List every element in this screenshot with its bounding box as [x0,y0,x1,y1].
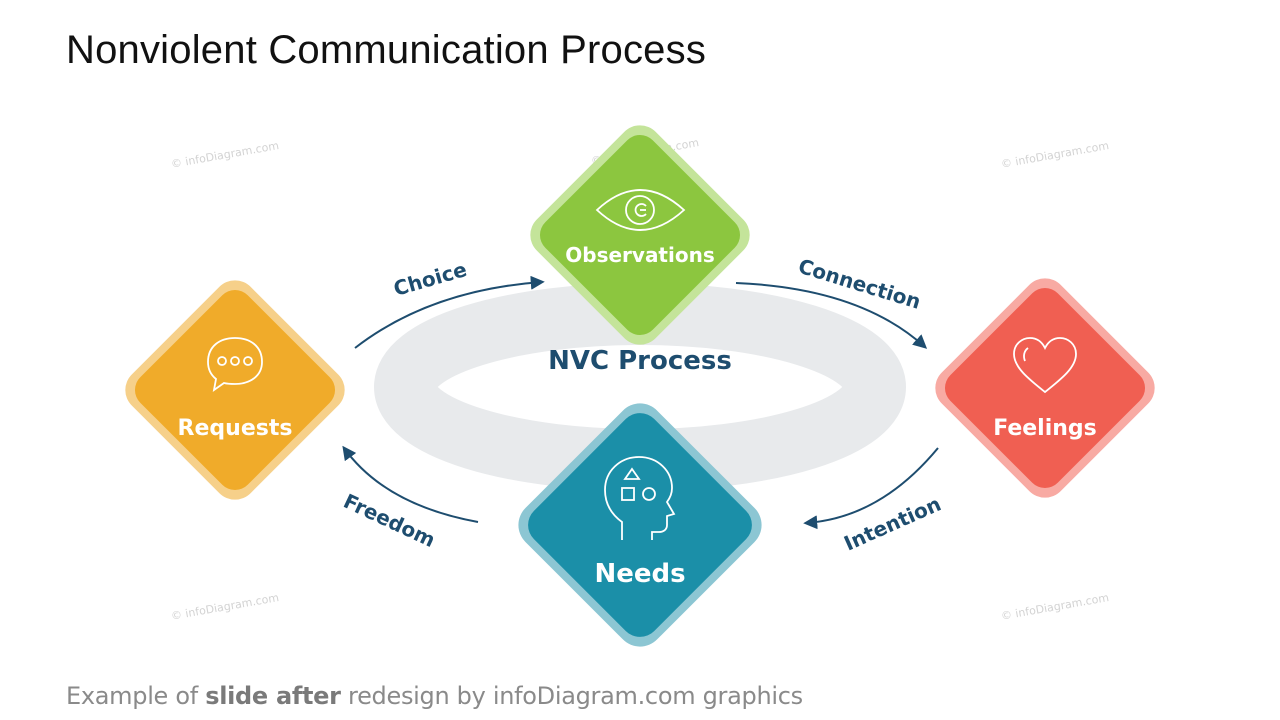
node-requests: Requests [125,280,345,500]
footer-bold: slide after [205,682,341,710]
node-label-requests: Requests [178,416,293,441]
node-label-feelings: Feelings [993,416,1097,441]
center-label: NVC Process [548,346,732,376]
node-needs: Needs [518,403,762,647]
heart-icon [1013,337,1077,394]
node-label-needs: Needs [594,559,685,589]
arrow-connection [735,282,928,349]
arc-label-connection: Connection [796,254,924,314]
node-observations: Observations [530,125,750,345]
head-shapes-icon [604,456,676,540]
slide-title: Nonviolent Communication Process [66,28,707,72]
speech-bubble-icon [207,337,263,392]
arrow-freedom [342,445,479,523]
node-feelings: Feelings [935,278,1155,498]
node-label-observations: Observations [565,243,714,267]
arc-label-intention: Intention [840,492,944,556]
arrow-intention [803,447,939,530]
footer-suffix: redesign by infoDiagram.com graphics [340,682,803,710]
arrow-choice [354,275,545,349]
arc-label-freedom: Freedom [340,489,439,552]
footer-prefix: Example of [66,682,206,710]
arc-label-choice: Choice [391,257,470,301]
footer-credit: Example of slide after redesign by infoD… [66,682,803,710]
eye-icon [595,189,686,231]
